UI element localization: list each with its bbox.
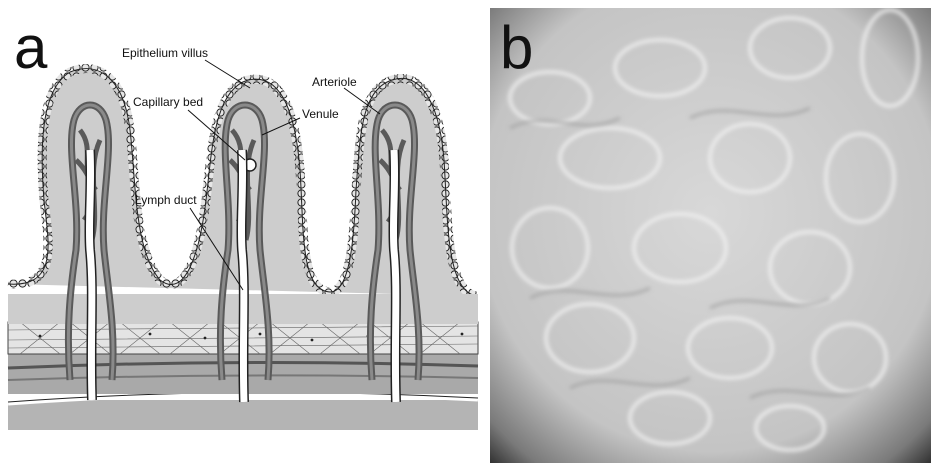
muscularis-layer [8,400,478,430]
label-venule: Venule [302,107,339,121]
panel-letter-b: b [500,14,533,81]
label-arteriole: Arteriole [312,75,357,89]
villus-diagram-panel: a Epithelium villus Capillary bed Venule… [0,0,486,463]
label-epithelium-villus: Epithelium villus [122,46,208,60]
micrograph-panel: b [490,8,931,463]
leader-epithelium [205,60,250,88]
panel-letter-a: a [14,14,48,81]
label-capillary-bed: Capillary bed [133,95,203,109]
label-lymph-duct: Lymph duct [135,193,197,207]
